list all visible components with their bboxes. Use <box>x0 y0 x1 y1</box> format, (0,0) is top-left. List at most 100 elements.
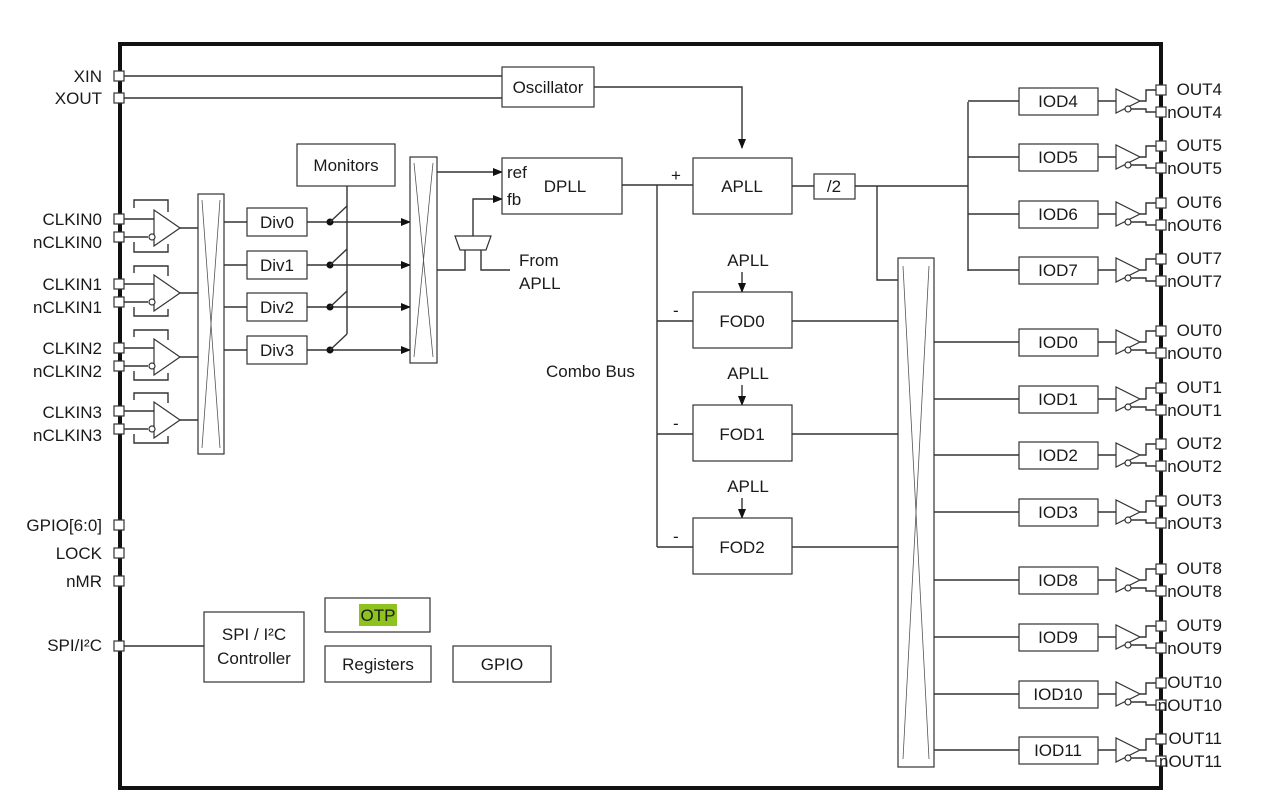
nout-pin <box>1155 699 1167 711</box>
gpio-block <box>452 645 552 683</box>
synthesis-section: Combo Bus + - - - APLL /2 APLL FOD0 APLL… <box>546 102 969 768</box>
iod-label: IOD7 <box>1038 261 1078 280</box>
iod-label: IOD4 <box>1038 92 1078 111</box>
gpio-block-label: GPIO <box>481 655 524 674</box>
nout-pin <box>1155 347 1167 359</box>
iod-block <box>1018 736 1099 765</box>
iod-label: IOD9 <box>1038 628 1078 647</box>
dpll-ref-label: ref <box>507 163 527 182</box>
spi-controller-block <box>203 611 305 683</box>
from-apll-label-1: From <box>519 251 559 270</box>
iod-block <box>1018 498 1099 527</box>
control-section: GPIO[6:0] LOCK nMR SPI/I²C SPI / I²C Con… <box>26 516 552 683</box>
apll-block-label: APLL <box>721 177 763 196</box>
out-pin <box>1155 563 1167 575</box>
nout-label: nOUT4 <box>1167 103 1222 122</box>
clkin1-label: CLKIN1 <box>42 275 102 294</box>
registers-block <box>324 645 432 683</box>
gpio-pin <box>113 519 125 531</box>
iod-block <box>1018 441 1099 470</box>
fod2-apll-label: APLL <box>727 477 769 496</box>
clkin0-label: CLKIN0 <box>42 210 102 229</box>
spi-pin <box>113 640 125 652</box>
out-label: OUT6 <box>1177 193 1222 212</box>
nout-label: nOUT1 <box>1167 401 1222 420</box>
xout-pin <box>113 92 125 104</box>
nclkin0-label: nCLKIN0 <box>33 233 102 252</box>
fod2-minus-label: - <box>673 527 679 546</box>
dpll-label: DPLL <box>544 177 587 196</box>
monitors-block <box>296 143 396 187</box>
nout-pin <box>1155 460 1167 472</box>
nmr-pin-label: nMR <box>66 572 102 591</box>
out-pin <box>1155 438 1167 450</box>
nout-label: nOUT7 <box>1167 272 1222 291</box>
out-pin <box>1155 253 1167 265</box>
input-clock-section: CLKIN0 nCLKIN0 CLKIN1 nCLKIN1 <box>33 193 225 455</box>
nout-label: nOUT5 <box>1167 159 1222 178</box>
div0-label: Div0 <box>260 213 294 232</box>
out-label: OUT1 <box>1177 378 1222 397</box>
clkin3-group: CLKIN3 nCLKIN3 <box>33 392 198 445</box>
nout-pin <box>1155 162 1167 174</box>
oscillator-block <box>501 66 595 108</box>
fod1-block <box>692 404 793 462</box>
fod1-label: FOD1 <box>719 425 764 444</box>
dpll-fb-label: fb <box>507 190 521 209</box>
fod2-block <box>692 517 793 575</box>
iod-label: IOD6 <box>1038 205 1078 224</box>
div-by-2-label: /2 <box>827 177 841 196</box>
iod-block <box>1018 623 1099 652</box>
gpio-pin-label: GPIO[6:0] <box>26 516 102 535</box>
out-label: OUT11 <box>1168 729 1222 748</box>
spi-controller-label-1: SPI / I²C <box>222 625 286 644</box>
otp-label: OTP <box>361 606 396 625</box>
oscillator-label: Oscillator <box>513 78 584 97</box>
lock-pin-label: LOCK <box>56 544 103 563</box>
dpll-section: From APLL ref fb DPLL <box>437 157 623 293</box>
iod-label: IOD0 <box>1038 333 1078 352</box>
nout-pin <box>1155 219 1167 231</box>
out-pin <box>1155 140 1167 152</box>
iod-block <box>1018 328 1099 357</box>
nout-label: nOUT3 <box>1167 514 1222 533</box>
out-pin <box>1155 197 1167 209</box>
iod-block <box>1018 385 1099 414</box>
out-label: OUT5 <box>1177 136 1222 155</box>
out-pin <box>1155 495 1167 507</box>
nout-label: nOUT11 <box>1159 752 1222 771</box>
nout-pin <box>1155 275 1167 287</box>
out-pin <box>1155 84 1167 96</box>
output-stage-iod3: IOD3 OUT3 nOUT3 <box>934 491 1222 533</box>
nout-pin <box>1155 517 1167 529</box>
fod1-apll-label: APLL <box>727 364 769 383</box>
iod-label: IOD8 <box>1038 571 1078 590</box>
nout-pin <box>1155 642 1167 654</box>
div1-label: Div1 <box>260 256 294 275</box>
dpll-block <box>501 157 623 215</box>
xin-pin <box>113 70 125 82</box>
nout-label: nOUT2 <box>1167 457 1222 476</box>
fod2-label: FOD2 <box>719 538 764 557</box>
out-pin <box>1155 677 1167 689</box>
spi-pin-label: SPI/I²C <box>47 636 102 655</box>
out-label: OUT4 <box>1177 80 1222 99</box>
div2-label: Div2 <box>260 298 294 317</box>
nmr-pin <box>113 575 125 587</box>
clkin0-group: CLKIN0 nCLKIN0 <box>33 199 198 253</box>
iod-block <box>1018 87 1099 116</box>
fod0-block <box>692 291 793 349</box>
fod0-label: FOD0 <box>719 312 764 331</box>
from-apll-label-2: APLL <box>519 274 561 293</box>
iod-label: IOD3 <box>1038 503 1078 522</box>
out-label: OUT0 <box>1177 321 1222 340</box>
out-label: OUT3 <box>1177 491 1222 510</box>
